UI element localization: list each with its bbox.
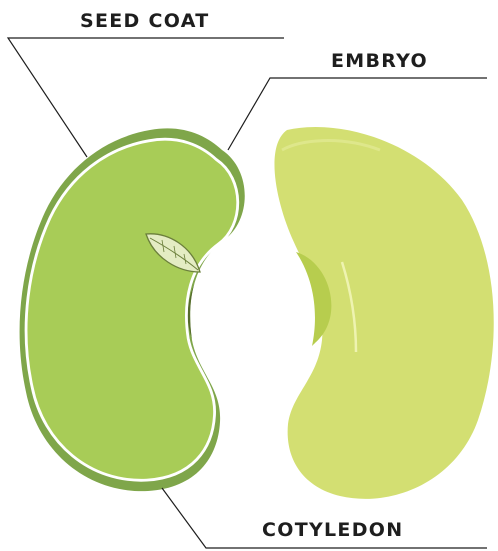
left-bean	[20, 128, 245, 491]
seed-coat-label: SEED COAT	[80, 10, 210, 32]
cotyledon-label: COTYLEDON	[262, 519, 403, 541]
embryo-label: EMBRYO	[331, 50, 428, 72]
right-cotyledon-body	[274, 127, 493, 499]
right-cotyledon	[274, 127, 493, 499]
